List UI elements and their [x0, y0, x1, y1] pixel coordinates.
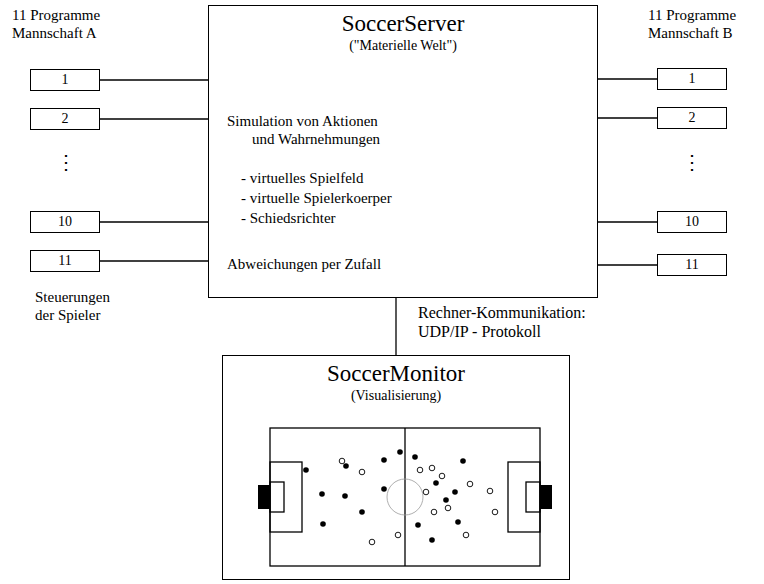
player-dot — [359, 509, 365, 515]
box-subtitle: ("Materielle Welt") — [227, 38, 579, 55]
goal — [540, 485, 552, 509]
goal — [258, 485, 270, 509]
player-dot — [412, 454, 418, 460]
player-dot — [343, 463, 349, 469]
program-number: 11 — [662, 256, 722, 274]
player-circle — [487, 488, 493, 494]
player-dot — [303, 467, 309, 473]
box-text: Abweichungen per Zufall — [227, 255, 579, 273]
player-circle — [467, 481, 473, 487]
program-box: 11 — [30, 250, 100, 272]
connector-line — [100, 118, 208, 119]
connector-line — [598, 264, 657, 265]
goal-area — [270, 482, 284, 512]
program-number: 11 — [35, 252, 95, 270]
center-circle — [387, 479, 423, 515]
program-box: 10 — [30, 211, 100, 233]
player-circle — [445, 505, 451, 511]
player-dot — [415, 522, 421, 528]
ellipsis-mark: ⋮ — [682, 150, 706, 174]
program-number: 1 — [662, 70, 722, 88]
player-dot — [320, 521, 326, 527]
player-circle — [431, 509, 437, 515]
box-subtitle: (Visualisierung) — [241, 388, 551, 405]
program-box: 1 — [30, 69, 100, 91]
program-number: 2 — [662, 109, 722, 127]
player-circle — [359, 469, 365, 475]
program-number: 10 — [662, 213, 722, 231]
player-dot — [443, 497, 449, 503]
program-box: 10 — [657, 211, 727, 233]
program-box: 11 — [657, 254, 727, 276]
player-dot — [319, 491, 325, 497]
player-dot — [452, 489, 458, 495]
program-box: 1 — [657, 68, 727, 90]
connector-line — [100, 260, 208, 261]
ellipsis-mark: ⋮ — [56, 150, 80, 174]
bullet-item: - Schiedsrichter — [241, 208, 579, 228]
program-number: 2 — [35, 110, 95, 128]
player-circle — [339, 458, 345, 464]
player-circle — [423, 489, 429, 495]
box-title: SoccerServer — [227, 10, 579, 38]
goal-area — [526, 482, 540, 512]
player-dot — [381, 486, 387, 492]
player-dot — [455, 519, 461, 525]
player-circle — [395, 532, 401, 538]
caption-label: Steuerungen der Spieler — [35, 288, 130, 324]
player-dot — [397, 449, 403, 455]
connector-line — [598, 221, 657, 222]
program-number: 1 — [35, 71, 95, 89]
player-dot — [381, 457, 387, 463]
player-circle — [429, 465, 435, 471]
player-circle — [439, 473, 445, 479]
connector-line — [100, 79, 208, 80]
box-title: SoccerMonitor — [241, 360, 551, 388]
player-dot — [433, 480, 439, 486]
player-circle — [492, 509, 498, 515]
box-text: Simulation von Aktionen und Wahrnehmunge… — [227, 112, 392, 148]
program-box: 2 — [30, 108, 100, 130]
connector-line — [598, 117, 657, 118]
server-box: SoccerServer("Materielle Welt") Simulatio… — [208, 5, 598, 298]
team-label: 11 Programme Mannschaft B — [648, 6, 756, 42]
bullet-item: - virtuelle Spielerkoerper — [241, 188, 579, 208]
center-line — [404, 428, 405, 566]
program-number: 10 — [35, 213, 95, 231]
connector-line — [395, 298, 396, 355]
penalty-area — [508, 462, 540, 532]
player-dot — [342, 493, 348, 499]
player-dot — [429, 537, 435, 543]
edge-label: Rechner-Kommunikation: UDP/IP - Protokol… — [416, 303, 620, 341]
program-box: 2 — [657, 107, 727, 129]
connector-line — [100, 221, 208, 222]
player-circle — [417, 467, 423, 473]
player-circle — [369, 539, 375, 545]
monitor-box: SoccerMonitor(Visualisierung) — [222, 355, 570, 580]
bullet-item: - virtuelles Spielfeld — [241, 168, 579, 188]
field-outline — [270, 428, 540, 566]
penalty-area — [270, 462, 302, 532]
player-dot — [460, 458, 466, 464]
player-circle — [463, 532, 469, 538]
connector-line — [598, 78, 657, 79]
team-label: 11 Programme Mannschaft A — [12, 6, 120, 42]
